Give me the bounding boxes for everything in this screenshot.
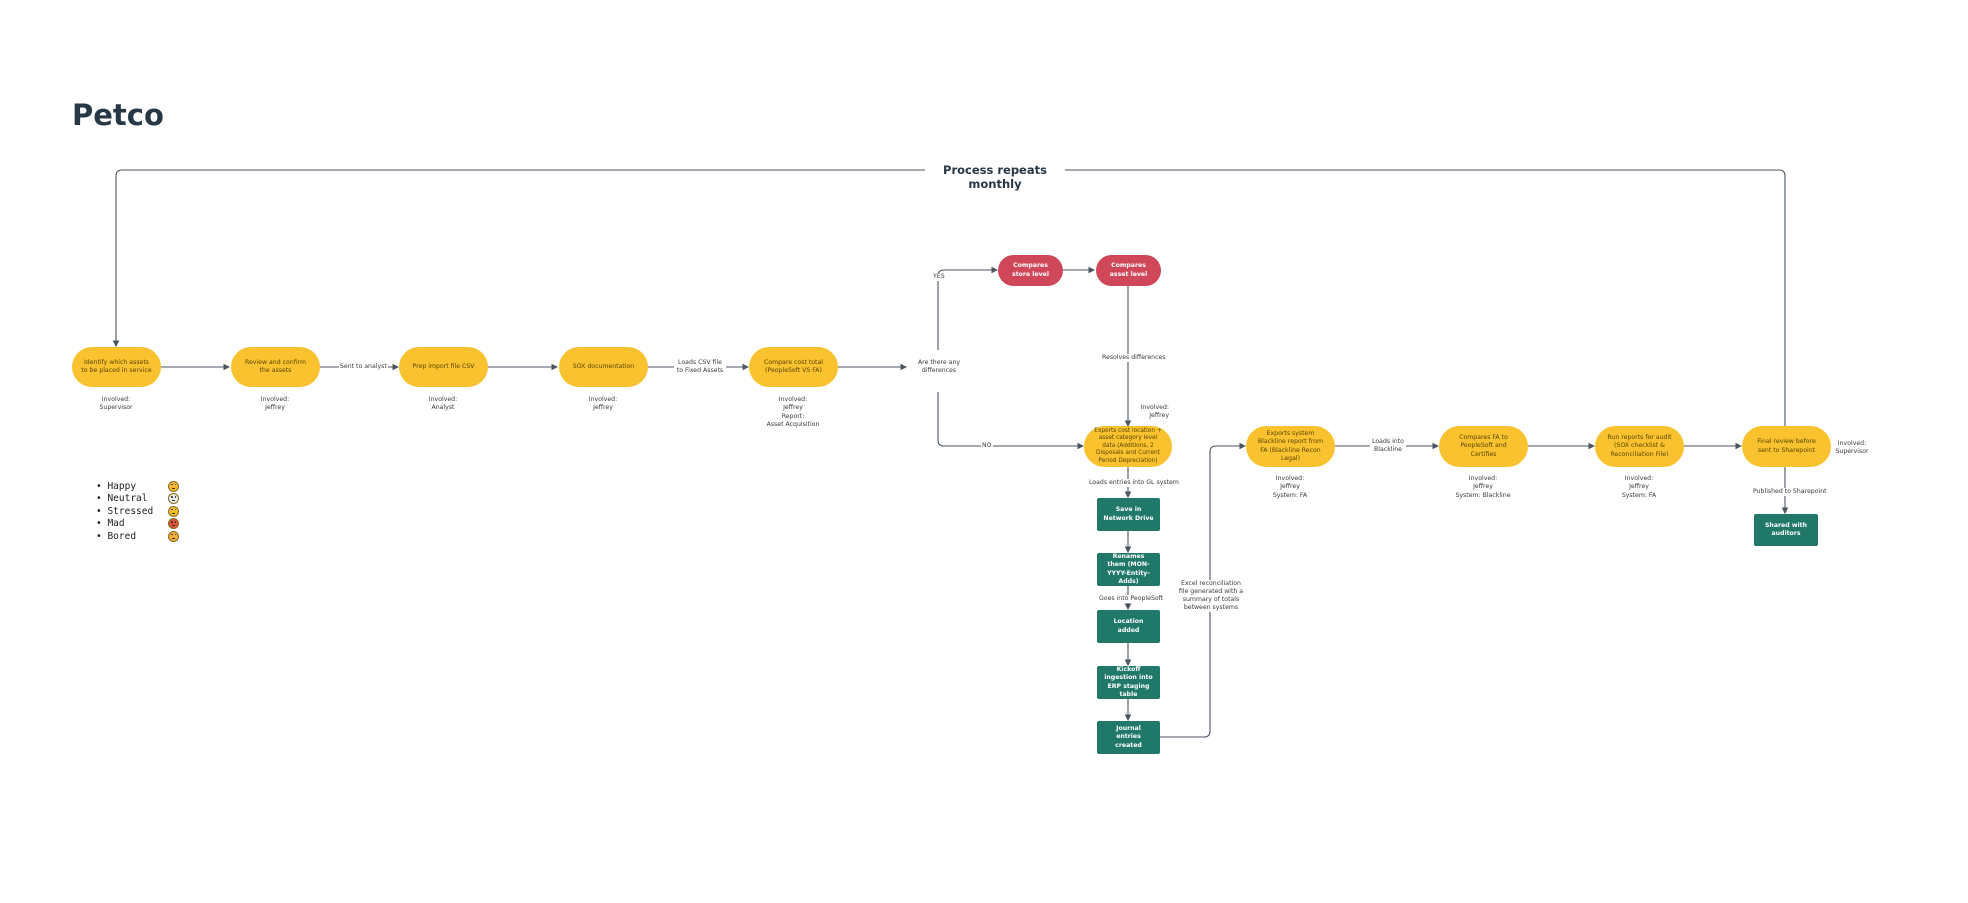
note-line: Analyst: [431, 404, 455, 412]
label-resolves: Resolves differences: [1101, 354, 1167, 363]
legend-label: • Bored: [96, 530, 137, 542]
node-save-drive[interactable]: Save in Network Drive: [1097, 498, 1160, 531]
note-sox: Involved:Jeffrey: [573, 396, 633, 413]
edge-yes: [937, 266, 999, 350]
note-line: Involved:: [588, 396, 618, 403]
mad-face-icon: [168, 518, 179, 530]
node-location[interactable]: Location added: [1097, 610, 1160, 643]
note-line: Involved:: [778, 396, 808, 403]
note-line: Involved:: [1624, 475, 1654, 482]
note-line: Supervisor: [99, 404, 133, 412]
edge-no: [937, 392, 1085, 450]
label-loads-csv: Loads CSV file to Fixed Assets: [674, 359, 726, 376]
label-published: Published to Sharepoint: [1752, 488, 1828, 497]
mood-legend: • Happy• Neutral• Stressed• Mad• Bored: [96, 480, 179, 543]
node-compare-store[interactable]: Compares store level: [998, 255, 1063, 286]
neutral-face-icon: [168, 493, 179, 505]
node-compare-cost[interactable]: Compare cost total (PeopleSoft VS FA): [749, 347, 838, 387]
loop-label: Process repeats monthly: [925, 163, 1065, 191]
note-line: Involved:: [428, 396, 458, 403]
loop-connector: [112, 169, 1786, 432]
node-sox[interactable]: SOX documentation: [559, 347, 648, 387]
legend-row: • Bored: [96, 530, 179, 543]
note-line: Involved:: [1468, 475, 1498, 482]
note-line: Involved:: [260, 396, 290, 403]
node-shared[interactable]: Shared with auditors: [1754, 514, 1818, 546]
legend-label: • Mad: [96, 518, 125, 530]
note-line: System: Blackline: [1455, 491, 1511, 499]
note-line: Involved:: [1275, 475, 1305, 482]
node-run-reports[interactable]: Run reports for audit (SOX checklist & R…: [1595, 426, 1684, 467]
happy-face-icon: [168, 480, 179, 492]
label-goes-into: Goes into PeopleSoft: [1098, 595, 1165, 604]
note-line: Jeffrey: [1629, 483, 1649, 491]
note-line: Supervisor: [1835, 448, 1869, 456]
note-line: Jeffrey: [1149, 412, 1169, 420]
legend-row: • Happy: [96, 480, 179, 493]
node-exports-cost[interactable]: Exports cost location + asset category l…: [1084, 426, 1172, 467]
legend-row: • Stressed: [96, 505, 179, 518]
legend-label: • Happy: [96, 480, 137, 492]
label-excel-recon: Excel reconciliation file generated with…: [1176, 580, 1246, 613]
label-loads-entries: Loads entries into GL system: [1088, 479, 1180, 488]
note-line: Involved:: [1140, 404, 1169, 411]
note-line: Report:: [781, 412, 805, 420]
legend-row: • Mad: [96, 518, 179, 531]
node-compare-asset[interactable]: Compares asset level: [1096, 255, 1161, 286]
note-prep: Involved:Analyst: [413, 396, 473, 413]
note-review: Involved:Jeffrey: [245, 396, 305, 413]
node-compare-fa[interactable]: Compares FA to PeopleSoft and Certifies: [1439, 426, 1528, 467]
node-decision[interactable]: Are there any differences: [908, 352, 970, 382]
label-loads-blackline: Loads into Blackline: [1370, 438, 1406, 455]
legend-label: • Neutral: [96, 493, 148, 505]
note-line: System: FA: [1621, 491, 1657, 499]
note-line: Jeffrey: [593, 404, 613, 412]
label-yes: YES: [932, 273, 946, 282]
note-line: Jeffrey: [1473, 483, 1493, 491]
node-journal[interactable]: Journal entries created: [1097, 721, 1160, 754]
note-line: System: FA: [1272, 491, 1308, 499]
legend-label: • Stressed: [96, 505, 154, 517]
node-identify[interactable]: Identify which assets to be placed in se…: [72, 347, 161, 387]
stressed-face-icon: [168, 505, 179, 517]
note-line: Involved:: [101, 396, 131, 403]
node-renames[interactable]: Renames them (MON-YYYY-Entity-Adds): [1097, 553, 1160, 586]
note-line: Jeffrey: [1280, 483, 1300, 491]
node-review[interactable]: Review and confirm the assets: [231, 347, 320, 387]
label-sent-to-analyst: Sent to analyst: [339, 363, 388, 372]
node-exports-blackline[interactable]: Exports system Blackline report from FA …: [1246, 426, 1335, 467]
note-line: Jeffrey: [783, 404, 803, 412]
node-prep[interactable]: Prep import file CSV: [399, 347, 488, 387]
note-identify: Involved:Supervisor: [86, 396, 146, 413]
node-kickoff[interactable]: Kickoff ingestion into ERP staging table: [1097, 666, 1160, 699]
note-line: Involved:: [1837, 440, 1867, 447]
page-title: Petco: [72, 98, 164, 132]
note-line: Asset Acquisition: [766, 421, 820, 429]
node-final-review[interactable]: Final review before sent to Sharepoint: [1742, 426, 1831, 467]
note-final-review: Involved:Supervisor: [1833, 440, 1871, 457]
note-exports-cost: Involved:Jeffrey: [1139, 404, 1169, 421]
label-no: NO: [981, 442, 993, 451]
note-line: Jeffrey: [265, 404, 285, 412]
bored-face-icon: [168, 530, 179, 542]
legend-row: • Neutral: [96, 493, 179, 506]
